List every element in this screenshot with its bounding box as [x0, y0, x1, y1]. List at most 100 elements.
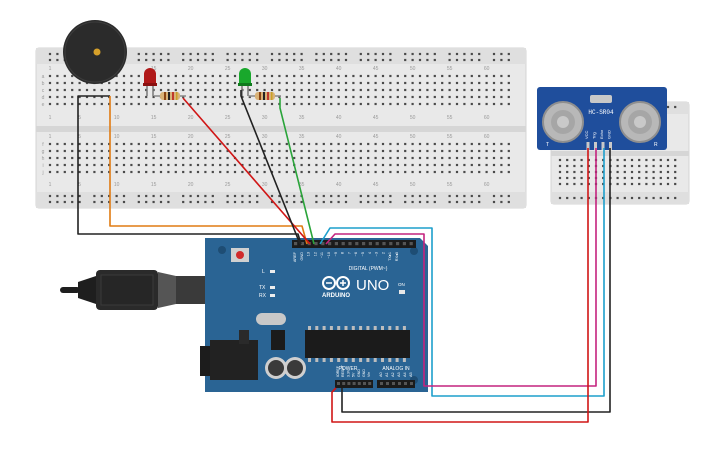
- breadboard-hole: [492, 95, 496, 99]
- breadboard-hole: [152, 170, 155, 174]
- breadboard-hole: [573, 158, 576, 162]
- breadboard-hole: [330, 163, 333, 167]
- breadboard-hole: [330, 74, 333, 78]
- green-led: [238, 68, 252, 96]
- breadboard-hole: [566, 158, 569, 162]
- breadboard-hole: [344, 163, 348, 167]
- breadboard-hole: [344, 170, 348, 174]
- breadboard-hole: [256, 88, 259, 92]
- breadboard-hole: [367, 149, 370, 153]
- breadboard-hole: [204, 95, 207, 99]
- breadboard-hole: [580, 170, 583, 174]
- breadboard-hole: [315, 95, 318, 99]
- breadboard-hole: [411, 163, 414, 167]
- breadboard-hole: [307, 170, 311, 174]
- breadboard-hole: [93, 95, 96, 99]
- wire-buzzer-signal: [109, 96, 308, 245]
- breadboard-hole: [389, 149, 392, 153]
- breadboard-hole: [652, 176, 655, 180]
- breadboard-hole: [659, 170, 662, 174]
- breadboard-hole: [233, 74, 237, 78]
- rail-hole: [167, 194, 170, 198]
- breadboard-hole: [352, 74, 355, 78]
- breadboard-hole: [71, 95, 74, 99]
- chip-leg: [359, 358, 363, 362]
- rail-hole: [381, 200, 385, 204]
- column-number: 5: [78, 134, 81, 140]
- breadboard-hole: [196, 95, 200, 99]
- breadboard-hole: [300, 149, 303, 153]
- breadboard-hole: [638, 158, 641, 162]
- breadboard-hole: [433, 149, 436, 153]
- breadboard-hole: [300, 74, 303, 78]
- breadboard-hole: [167, 102, 170, 106]
- rail-hole: [189, 58, 192, 62]
- breadboard-hole: [638, 176, 641, 180]
- breadboard-hole: [189, 95, 192, 99]
- breadboard-hole: [404, 170, 407, 174]
- breadboard-hole: [322, 163, 325, 167]
- column-number: 30: [262, 115, 268, 121]
- breadboard-hole: [344, 102, 348, 106]
- rail-hole: [182, 58, 185, 62]
- breadboard-hole: [78, 156, 81, 160]
- breadboard-hole: [174, 170, 177, 174]
- rail-hole: [500, 200, 503, 204]
- breadboard-hole: [666, 158, 670, 162]
- breadboard-hole: [426, 142, 429, 146]
- header-hole: [337, 382, 340, 385]
- breadboard-hole: [492, 81, 496, 85]
- breadboard-hole: [645, 158, 648, 162]
- breadboard-hole: [411, 81, 414, 85]
- analog-pin-label: A4: [403, 372, 407, 377]
- breadboard-hole: [167, 81, 170, 85]
- breadboard-hole: [196, 142, 200, 146]
- column-number: 5: [78, 115, 81, 121]
- breadboard-hole: [500, 156, 503, 160]
- breadboard-hole: [426, 149, 429, 153]
- breadboard-hole: [344, 81, 348, 85]
- breadboard-hole: [307, 102, 311, 106]
- rail-hole: [270, 52, 274, 56]
- breadboard-hole: [381, 142, 385, 146]
- wire-magenta-trig: [325, 148, 597, 387]
- rail-hole: [359, 200, 362, 204]
- breadboard-hole: [307, 149, 311, 153]
- wire-green-led-gnd: [240, 90, 301, 245]
- breadboard-hole: [485, 149, 488, 153]
- breadboard-hole: [344, 142, 348, 146]
- rail-hole: [285, 194, 288, 198]
- rail-hole: [196, 52, 200, 56]
- chip-leg: [366, 358, 370, 362]
- breadboard-hole: [248, 88, 251, 92]
- rail-hole: [404, 200, 407, 204]
- breadboard-hole: [322, 156, 325, 160]
- breadboard-hole: [204, 74, 207, 78]
- breadboard-hole: [359, 170, 362, 174]
- rail-hole: [374, 52, 377, 56]
- breadboard-hole: [359, 142, 362, 146]
- breadboard-hole: [167, 74, 170, 78]
- breadboard-hole: [587, 164, 590, 168]
- breadboard-hole: [93, 149, 96, 153]
- row-letter: c: [42, 88, 45, 94]
- breadboard-hole: [248, 170, 251, 174]
- breadboard-hole: [426, 81, 429, 85]
- breadboard-hole: [152, 163, 155, 167]
- rail-hole: [359, 58, 362, 62]
- digital-pin-label: ~3: [375, 252, 379, 256]
- breadboard-hole: [587, 182, 590, 186]
- rail-hole: [248, 200, 251, 204]
- digital-pin-label: ~6: [354, 252, 358, 256]
- breadboard-hole: [219, 149, 222, 153]
- row-letter: h: [42, 156, 45, 162]
- breadboard-hole: [174, 142, 177, 146]
- chip-leg: [381, 358, 384, 362]
- rail-hole: [48, 52, 52, 56]
- breadboard-hole: [263, 163, 266, 167]
- breadboard-hole: [174, 88, 177, 92]
- breadboard-hole: [48, 88, 52, 92]
- wire-black-gnd: [341, 148, 611, 413]
- breadboard-hole: [389, 142, 392, 146]
- breadboard-hole: [248, 95, 251, 99]
